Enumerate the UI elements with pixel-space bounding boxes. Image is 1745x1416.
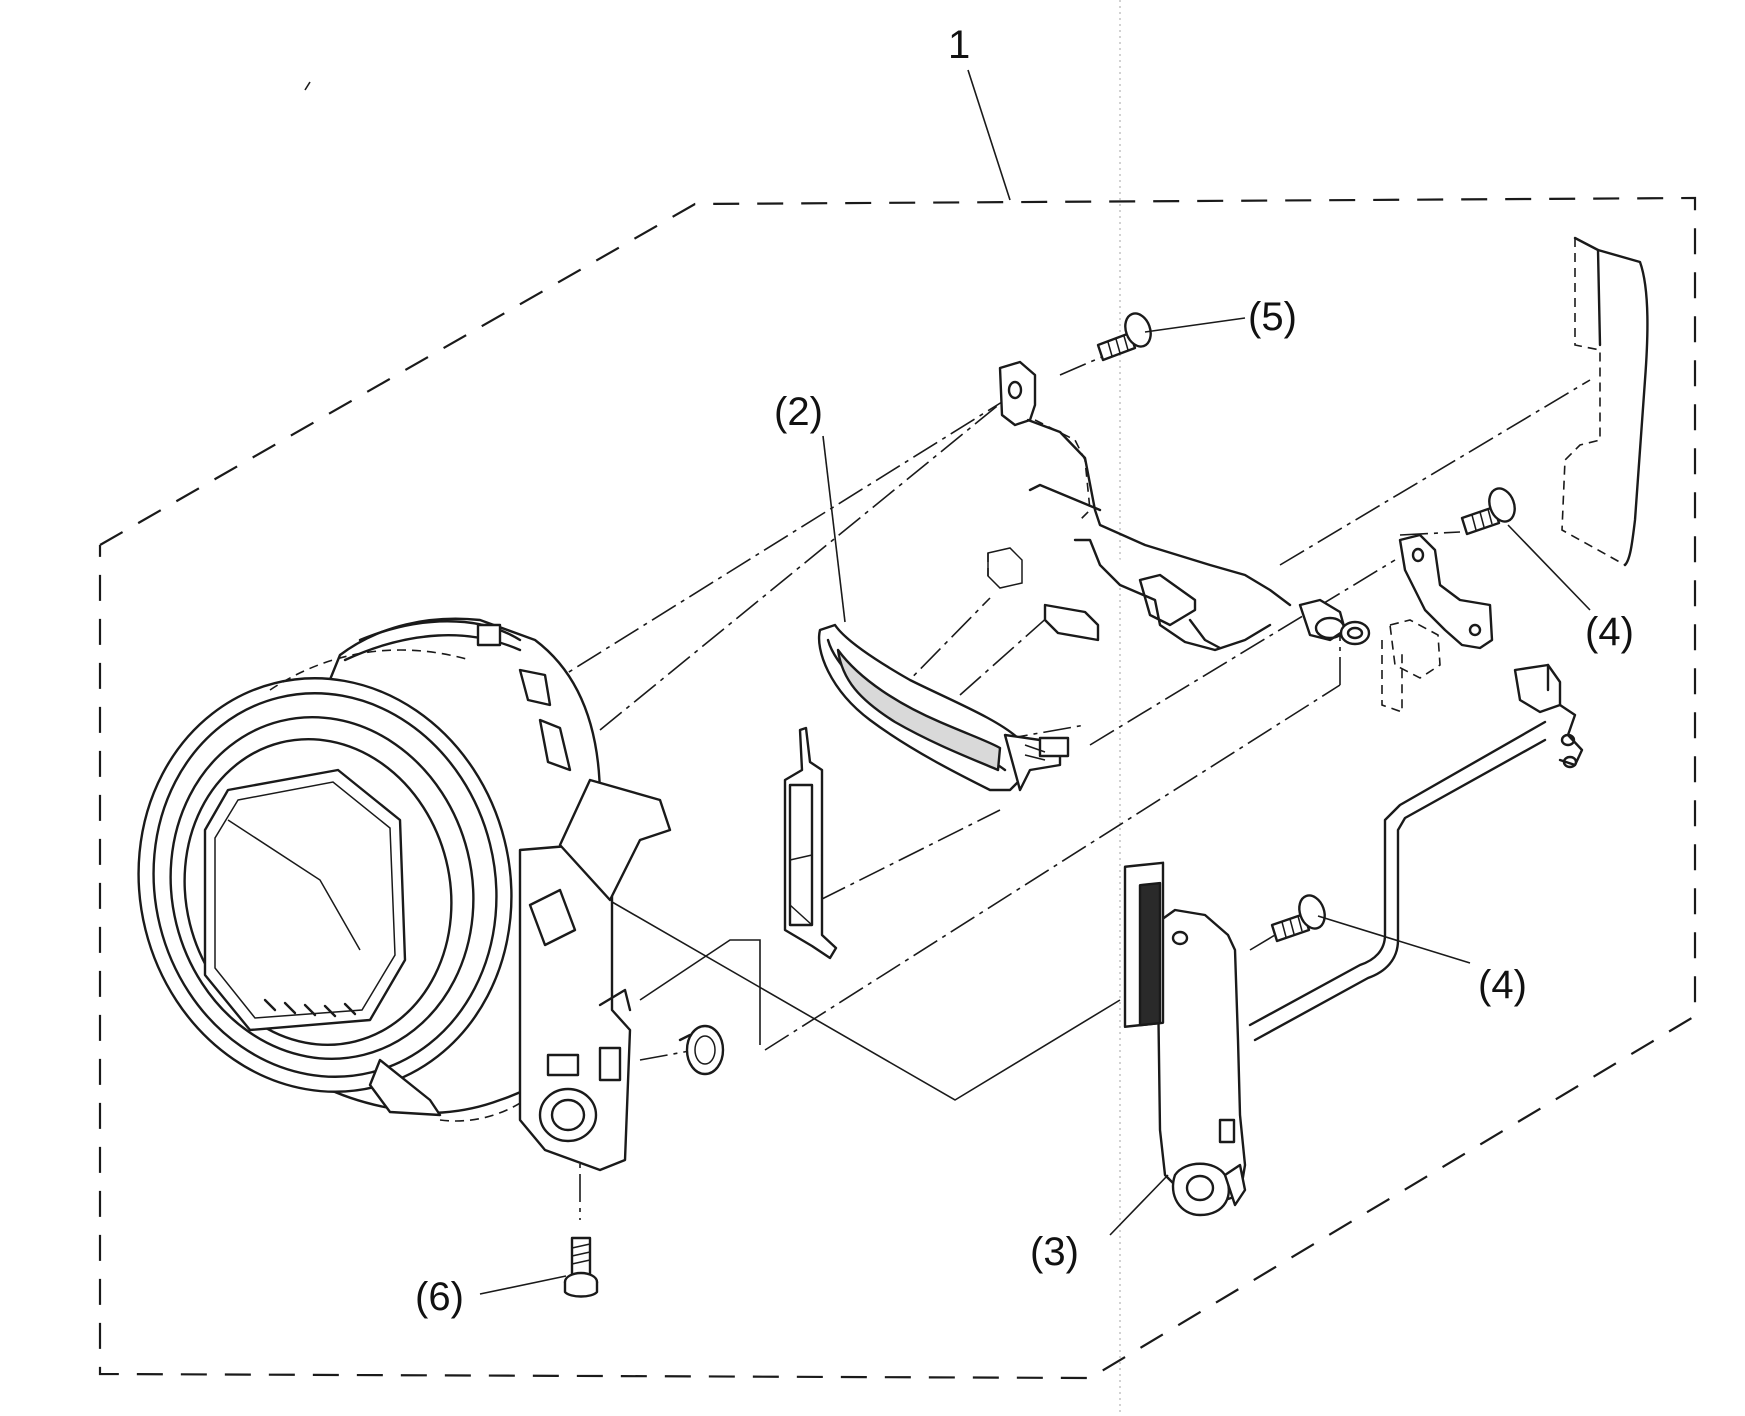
callout-screw-4-lower: (4) <box>1478 963 1527 1007</box>
callout-screw-6: (6) <box>415 1275 464 1319</box>
side-panel <box>1561 236 1649 567</box>
front-bracket <box>518 778 672 1172</box>
screw-5 <box>1096 312 1152 362</box>
clip-bracket <box>783 726 838 960</box>
assembly-leader <box>967 69 1011 201</box>
lens-unit-2 <box>817 623 1070 792</box>
callout-labels: 1 (2) (5) (4) (4) (3) (6) <box>415 23 1634 1319</box>
leader-lines <box>479 317 1591 1295</box>
assembly-boundary <box>98 196 1697 1380</box>
screw-4-upper <box>1460 487 1516 536</box>
small-blocks <box>987 547 1100 642</box>
lens-barrel <box>137 617 602 1122</box>
upper-frame <box>998 360 1371 652</box>
lens-serrations <box>263 998 357 1018</box>
screw-4-lower <box>1270 894 1326 943</box>
right-plate <box>1381 533 1494 714</box>
alignment-lines <box>539 349 1591 1220</box>
callout-screw-4-upper: (4) <box>1585 610 1634 654</box>
callout-assembly-1: 1 <box>948 23 970 67</box>
screw-6 <box>563 1236 599 1298</box>
callout-slider-bracket-3: (3) <box>1030 1230 1079 1274</box>
callout-screw-5: (5) <box>1248 295 1297 339</box>
slider-rail <box>1248 663 1584 1042</box>
scan-mark <box>304 81 311 91</box>
callout-lens-unit-2: (2) <box>774 390 823 434</box>
slider-bracket-3 <box>1123 861 1247 1217</box>
small-motor <box>678 1024 725 1076</box>
